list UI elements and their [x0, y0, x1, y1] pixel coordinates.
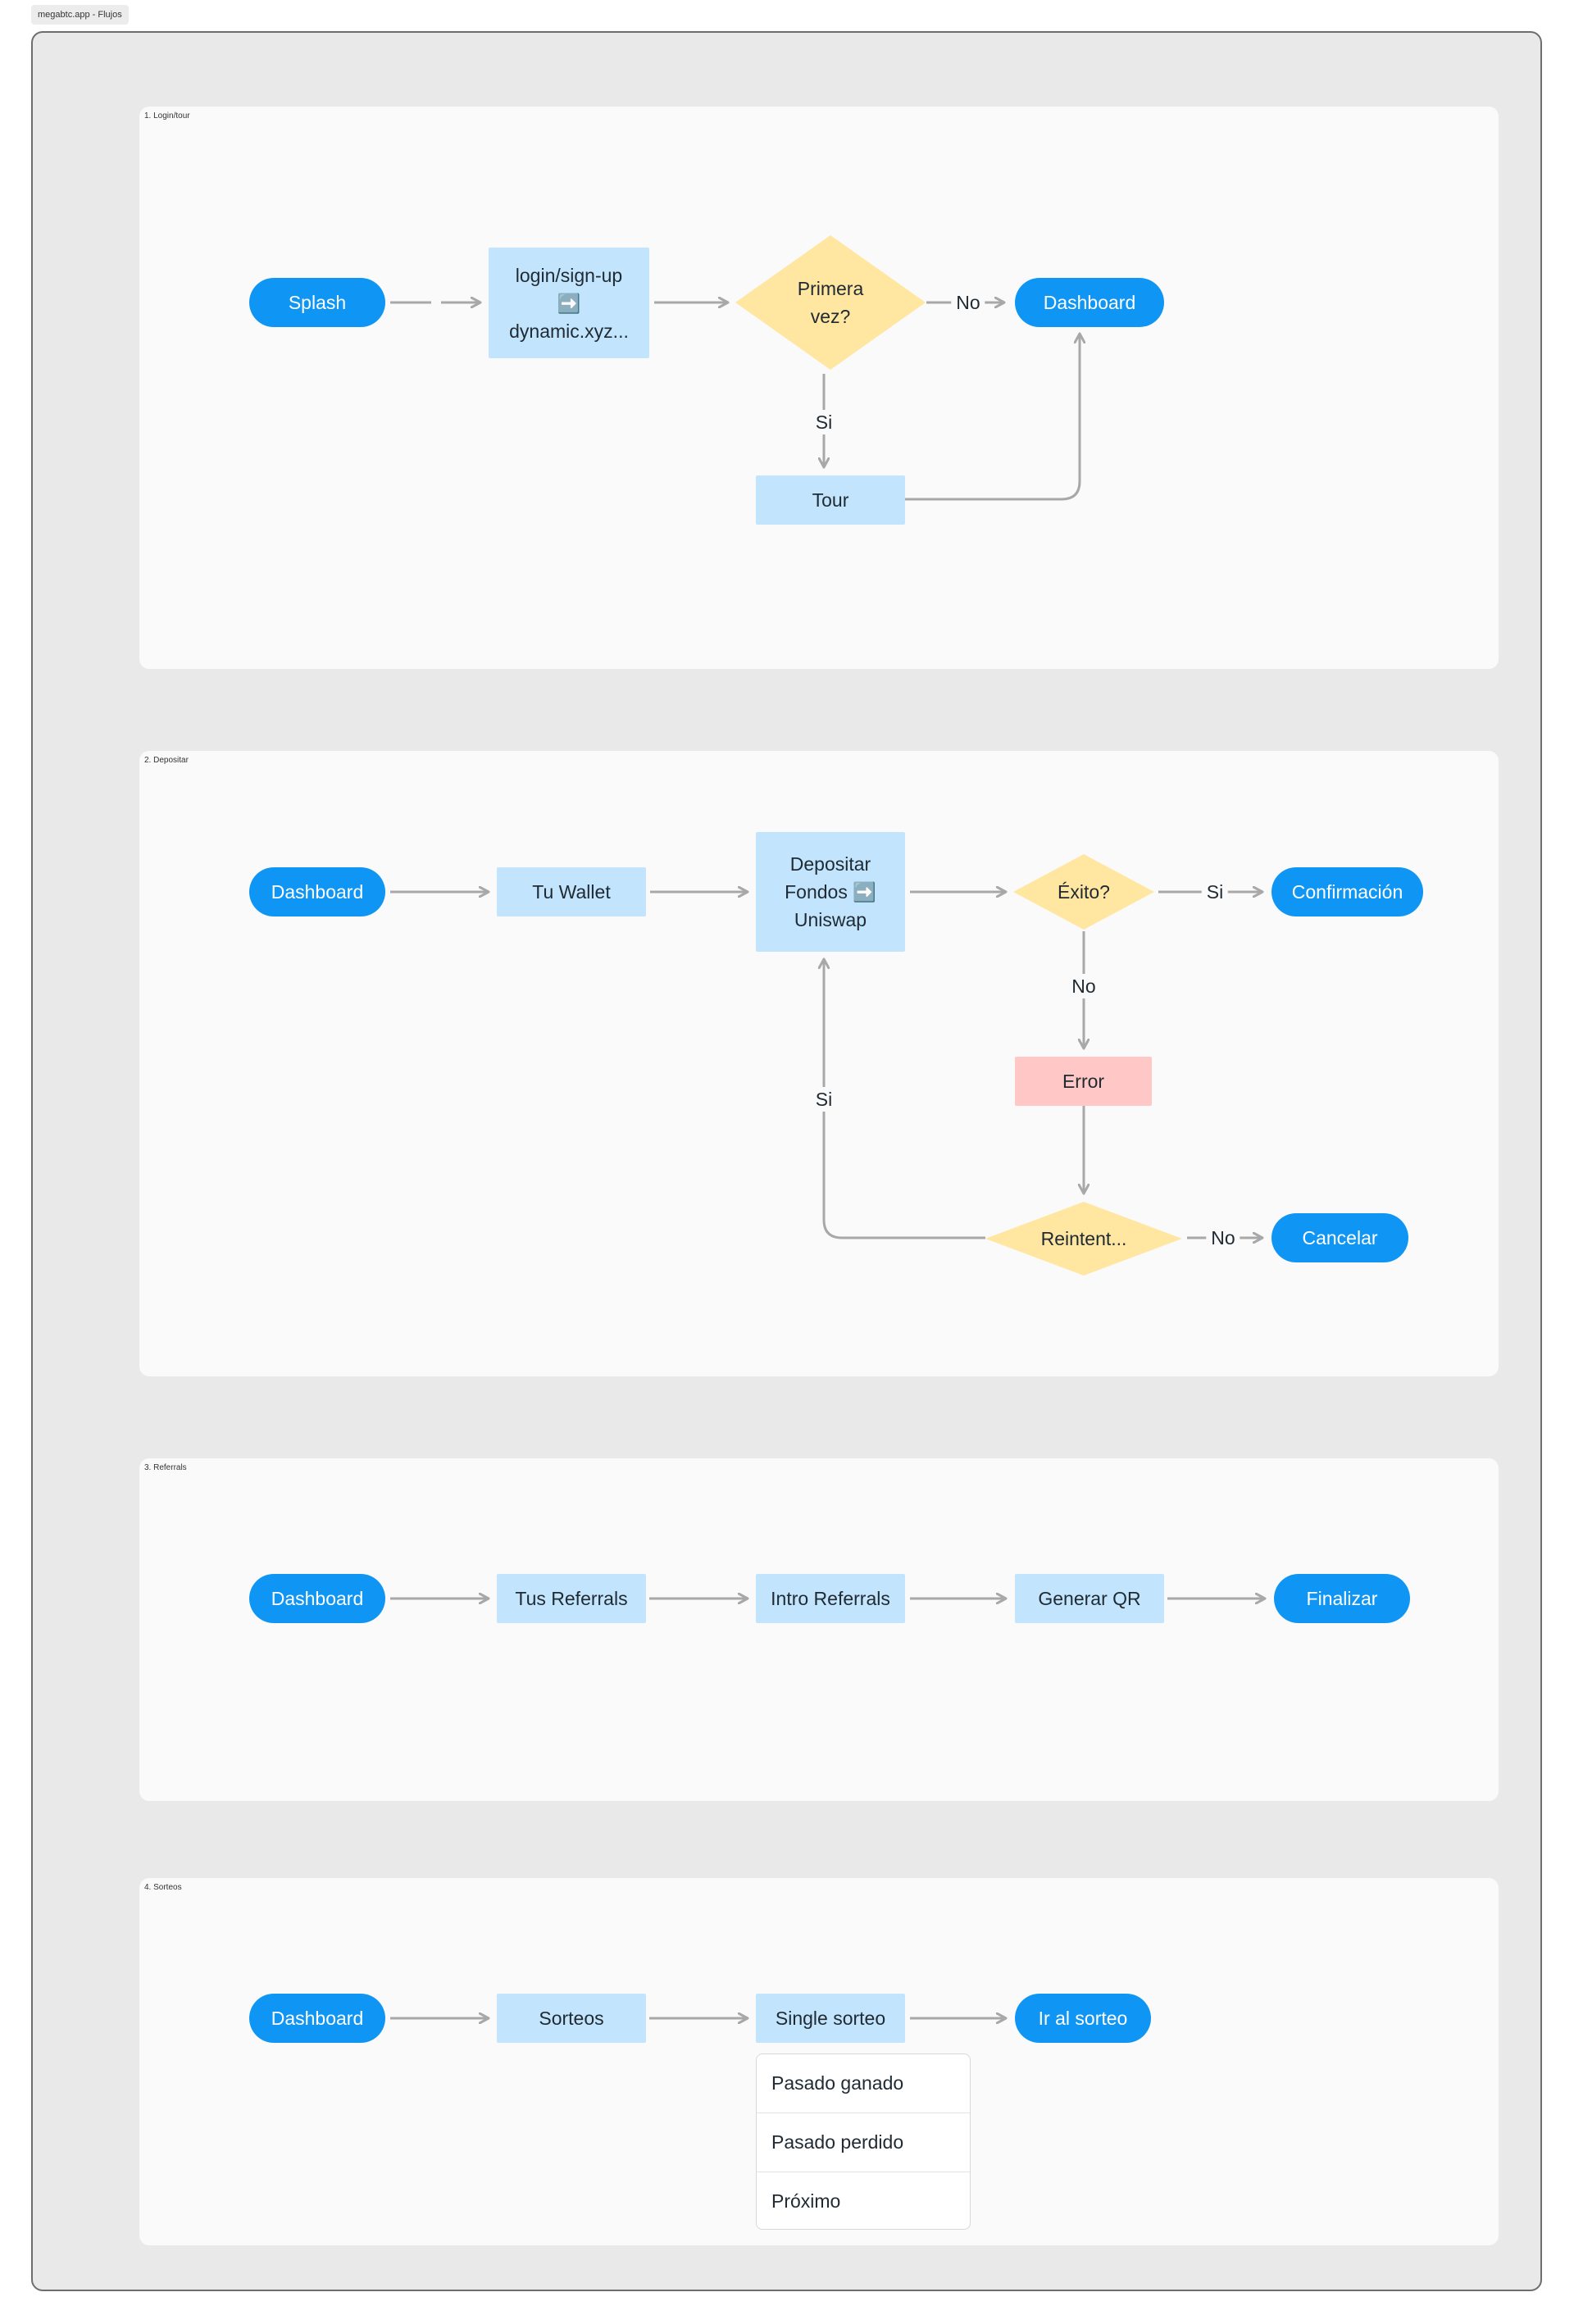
node-intro-referrals[interactable]: Intro Referrals — [756, 1574, 905, 1623]
node-decision-reintent[interactable]: Reintent... — [985, 1202, 1182, 1276]
diamond-shape — [735, 235, 926, 370]
section-referrals: 3. Referrals Dashboard Tus Referrals Int… — [139, 1458, 1499, 1801]
flow-arrows — [390, 107, 1499, 501]
section-title: 4. Sorteos — [144, 1883, 182, 1892]
arrow-tour-dashboard — [904, 334, 1080, 501]
flow-arrows — [390, 751, 1499, 1376]
node-generar-qr[interactable]: Generar QR — [1015, 1574, 1164, 1623]
section-login-tour: 1. Login/tour Splash login/sign-up ➡️ d — [139, 107, 1499, 669]
list-item[interactable]: Pasado perdido — [757, 2113, 970, 2172]
list-item[interactable]: Próximo — [771, 2190, 841, 2212]
node-cancelar[interactable]: Cancelar — [1271, 1213, 1408, 1262]
node-dashboard[interactable]: Dashboard — [249, 867, 385, 916]
section-depositar: 2. Depositar Dashboard Tu Wallet — [139, 751, 1499, 1376]
section-title: 2. Depositar — [144, 756, 189, 765]
node-single-sorteo[interactable]: Single sorteo — [756, 1994, 905, 2043]
node-splash[interactable]: Splash — [249, 278, 385, 327]
node-dashboard[interactable]: Dashboard — [249, 1994, 385, 2043]
edge-label-si-ok: Si — [1201, 880, 1229, 904]
section-sorteos: 4. Sorteos Dashboard Sorteos Single sort… — [139, 1878, 1499, 2245]
flow-arrows — [390, 1458, 1499, 1801]
diamond-shape — [985, 1202, 1182, 1276]
node-tus-referrals[interactable]: Tus Referrals — [497, 1574, 646, 1623]
edge-label-si-retry: Si — [810, 1087, 838, 1112]
arrow-reintent-deposit — [824, 959, 985, 1239]
frame-title: megabtc.app - Flujos — [31, 5, 129, 25]
diamond-shape — [1013, 854, 1154, 930]
node-dashboard[interactable]: Dashboard — [249, 1574, 385, 1623]
edge-label-no-cancel: No — [1206, 1226, 1240, 1250]
node-tour[interactable]: Tour — [756, 475, 905, 525]
edge-label-no: No — [951, 290, 985, 315]
list-item[interactable]: Pasado ganado — [757, 2054, 970, 2113]
node-login-signup[interactable]: login/sign-up ➡️ dynamic.xyz... — [489, 248, 649, 358]
node-depositar-fondos[interactable]: Depositar Fondos ➡️ Uniswap — [756, 832, 905, 952]
section-title: 3. Referrals — [144, 1463, 187, 1472]
node-finalizar[interactable]: Finalizar — [1274, 1574, 1410, 1623]
canvas-frame: 1. Login/tour Splash login/sign-up ➡️ d — [31, 31, 1542, 2291]
node-sorteos[interactable]: Sorteos — [497, 1994, 646, 2043]
edge-label-no-fail: No — [1067, 974, 1101, 998]
section-title: 1. Login/tour — [144, 111, 190, 121]
node-tu-wallet[interactable]: Tu Wallet — [497, 867, 646, 916]
flow-arrows — [390, 1878, 1499, 2245]
sorteo-states-list: Pasado ganado Pasado perdido Próximo — [756, 2053, 971, 2230]
edge-label-si: Si — [810, 410, 838, 434]
node-dashboard[interactable]: Dashboard — [1015, 278, 1164, 327]
node-ir-al-sorteo[interactable]: Ir al sorteo — [1015, 1994, 1151, 2043]
node-decision-exito[interactable]: Éxito? — [1013, 854, 1154, 930]
node-confirmacion[interactable]: Confirmación — [1271, 867, 1423, 916]
node-error[interactable]: Error — [1015, 1057, 1152, 1106]
